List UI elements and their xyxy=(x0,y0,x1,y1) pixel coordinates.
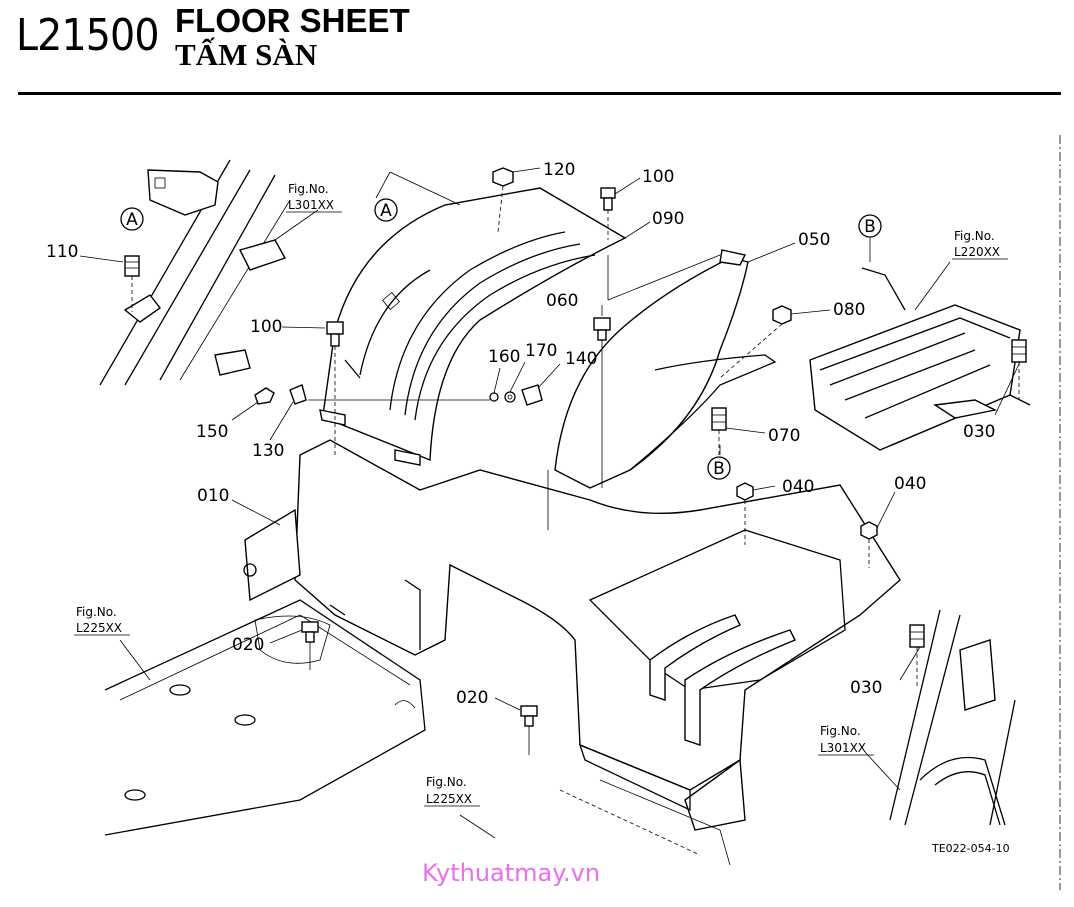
seat-frame-assembly xyxy=(809,267,1031,451)
marker-b-top-label: B xyxy=(864,217,876,237)
fig-ref-l225-left-number: L225XX xyxy=(76,621,122,635)
marker-b-mid xyxy=(707,456,731,480)
title-vietnamese: TẤM SÀN xyxy=(175,37,318,72)
callout-020-left: 020 xyxy=(232,635,264,655)
fig-ref-l301-bottom: Fig.No. L301XX xyxy=(818,724,874,756)
part-010-floor-sheet xyxy=(243,439,901,831)
callout-050: 050 xyxy=(798,230,830,250)
callout-100-top: 100 xyxy=(642,167,674,187)
fig-ref-l301-top-label: Fig.No. xyxy=(288,182,329,196)
callout-140: 140 xyxy=(565,349,597,369)
marker-b-mid-label: B xyxy=(713,459,725,479)
fig-ref-l301-top: Fig.No. L301XX xyxy=(286,182,342,213)
callout-090: 090 xyxy=(652,209,684,229)
callout-170: 170 xyxy=(525,341,557,361)
title-english: FLOOR SHEET xyxy=(175,2,410,39)
callout-150: 150 xyxy=(196,422,228,442)
fig-ref-l225-left-label: Fig.No. xyxy=(76,605,117,619)
callout-070: 070 xyxy=(768,426,800,446)
callout-030-upper: 030 xyxy=(963,422,995,442)
fig-ref-l220: Fig.No. L220XX xyxy=(952,229,1008,260)
left-step-frame xyxy=(99,159,291,386)
fig-ref-l220-label: Fig.No. xyxy=(954,229,995,243)
fig-ref-l225-bottom-label: Fig.No. xyxy=(426,775,467,789)
callout-040-right: 040 xyxy=(894,474,926,494)
marker-a-left xyxy=(120,207,144,231)
callout-080: 080 xyxy=(833,300,865,320)
assembly-lines xyxy=(131,185,1020,755)
bottom-floor-frame xyxy=(559,779,731,866)
callout-020-bottom: 020 xyxy=(456,688,488,708)
fig-ref-l225-left: Fig.No. L225XX xyxy=(74,605,130,636)
marker-a-left-label: A xyxy=(126,210,138,230)
fig-ref-l225-bottom-number: L225XX xyxy=(426,792,472,806)
callout-100-left: 100 xyxy=(250,317,282,337)
callout-030-lower: 030 xyxy=(850,678,882,698)
callout-010: 010 xyxy=(197,486,229,506)
fig-ref-l301-top-number: L301XX xyxy=(288,198,334,212)
fig-ref-l220-number: L220XX xyxy=(954,245,1000,259)
callout-040-mid: 040 xyxy=(782,477,814,497)
left-floor-frame xyxy=(104,599,426,836)
marker-a-top-label: A xyxy=(380,201,392,221)
callout-160: 160 xyxy=(488,347,520,367)
header-rule xyxy=(18,92,1061,95)
fig-ref-l301-bottom-label: Fig.No. xyxy=(820,724,861,738)
drawing-document-code: TE022-054-10 xyxy=(931,842,1010,855)
fig-ref-l225-bottom: Fig.No. L225XX xyxy=(424,775,480,807)
callout-060: 060 xyxy=(546,291,578,311)
leader-lines xyxy=(79,167,1021,839)
callout-120: 120 xyxy=(543,160,575,180)
marker-b-top xyxy=(858,214,882,238)
watermark-text: Kythuatmay.vn xyxy=(422,859,600,887)
part-050-seat-cover xyxy=(554,249,777,489)
right-step-frame xyxy=(889,609,1016,826)
diagram-code: L21500 xyxy=(16,10,160,61)
part-090-fender-cover xyxy=(319,187,627,466)
callout-110: 110 xyxy=(46,242,78,262)
fasteners xyxy=(124,167,1027,727)
marker-a-top xyxy=(374,198,398,222)
callout-130: 130 xyxy=(252,441,284,461)
fig-ref-l301-bottom-number: L301XX xyxy=(820,741,866,755)
